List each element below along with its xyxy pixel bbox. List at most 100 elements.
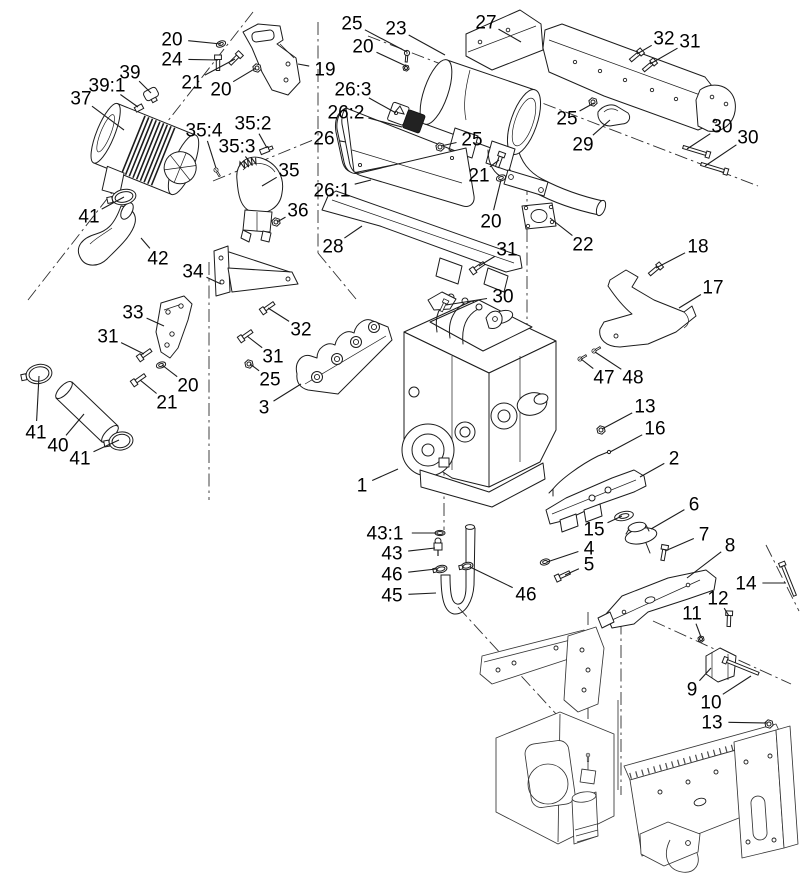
callout-label: 2 — [669, 449, 680, 470]
hardware-screw — [213, 167, 221, 178]
callout-label: 26:2 — [328, 103, 365, 124]
leader-line — [723, 607, 730, 617]
leader-line — [686, 551, 722, 579]
callout-label: 26:1 — [314, 181, 351, 202]
callout-label: 20 — [177, 376, 198, 397]
callout-label: 20 — [210, 80, 231, 101]
leader-line — [498, 28, 522, 43]
leader-line — [371, 468, 399, 482]
chassis-frame — [479, 626, 799, 873]
leader-line — [244, 156, 250, 162]
leader-line — [261, 176, 277, 187]
hardware-bolt — [135, 348, 153, 363]
leader-line — [579, 102, 595, 112]
callout-label: 41 — [69, 449, 90, 470]
leader-line — [695, 623, 702, 638]
callout-label: 17 — [702, 278, 723, 299]
leader-line — [188, 58, 219, 61]
hardware-bolt — [725, 610, 734, 628]
leader-line — [649, 47, 678, 65]
callout-label: 30 — [711, 117, 732, 138]
leader-line — [249, 363, 260, 372]
leader-line — [609, 434, 643, 453]
leader-line — [161, 364, 178, 378]
callout-label: 21 — [181, 73, 202, 94]
leader-line — [493, 179, 502, 211]
hardware-clamp — [458, 561, 474, 571]
callout-label: 3 — [259, 398, 270, 419]
callout-label: 24 — [161, 50, 183, 71]
plate-17 — [599, 269, 697, 348]
leader-line — [246, 335, 263, 349]
leader-line — [408, 34, 446, 56]
leader-line — [639, 462, 665, 478]
hardware-screw — [585, 752, 591, 762]
callout-label: 35 — [278, 161, 299, 182]
leader-line — [698, 667, 712, 682]
leader-line — [206, 140, 217, 169]
mount-bracket-2 — [545, 469, 647, 533]
hardware-longbolt — [721, 655, 760, 676]
leader-line — [592, 119, 611, 136]
callout-label: 39:1 — [89, 76, 126, 97]
hardware-bolt — [236, 329, 254, 344]
leader-line — [120, 94, 139, 108]
leader-line — [546, 550, 579, 563]
leader-line — [364, 29, 408, 53]
callout-label: 31 — [679, 32, 700, 53]
leader-line — [368, 117, 403, 128]
leader-line — [376, 51, 407, 67]
callout-label: 48 — [622, 368, 643, 389]
hardware-longbolt — [681, 144, 712, 159]
callout-label: 26 — [313, 129, 334, 150]
hardware-washer — [539, 558, 551, 566]
hardware-bolt — [494, 150, 507, 169]
leader-line — [232, 67, 257, 83]
callout-label: 12 — [707, 589, 728, 610]
leader-line — [276, 216, 286, 223]
callout-label: 39 — [119, 63, 140, 84]
callout-label: 23 — [385, 19, 406, 40]
leader-line — [368, 97, 397, 114]
hardware-nut — [244, 359, 254, 369]
leader-line — [704, 144, 737, 167]
leader-line — [120, 342, 145, 355]
hardware-oring — [434, 529, 446, 537]
leader-line — [489, 159, 500, 168]
leader-line — [139, 379, 157, 394]
leader-line — [339, 140, 347, 143]
callout-label: 20 — [480, 212, 501, 233]
hardware-stem — [133, 103, 145, 113]
leader-line — [36, 375, 40, 422]
hardware-bolt — [439, 298, 450, 313]
hardware-washer-lg — [614, 510, 634, 522]
callout-label: 47 — [593, 368, 614, 389]
callout-label: 36 — [287, 201, 308, 222]
leader-line — [267, 307, 290, 322]
leader-line — [678, 294, 702, 309]
leader-line — [258, 133, 268, 149]
leader-line — [138, 80, 152, 94]
hardware-bolt — [228, 49, 245, 66]
leader-line — [650, 509, 685, 530]
callout-label: 35:2 — [235, 114, 272, 135]
gasket-22 — [521, 202, 557, 230]
callout-label: 31 — [262, 347, 283, 368]
callout-label: 32 — [290, 320, 311, 341]
leader-line — [664, 537, 695, 552]
hardware-longbolt — [777, 560, 798, 597]
leader-line — [445, 297, 488, 306]
callout-label: 26:3 — [335, 80, 372, 101]
callout-label: 37 — [70, 89, 91, 110]
leader-line — [93, 439, 120, 453]
callout-label: 25 — [259, 370, 280, 391]
hardware-bolt — [553, 570, 572, 583]
mount-plate-8 — [597, 569, 717, 629]
callout-label: 25 — [341, 14, 362, 35]
hardware-bolt — [468, 261, 486, 276]
snubber-bracket-9 — [705, 647, 737, 683]
leader-line — [607, 515, 623, 524]
callout-label: 41 — [78, 207, 99, 228]
callout-label: 25 — [556, 109, 577, 130]
